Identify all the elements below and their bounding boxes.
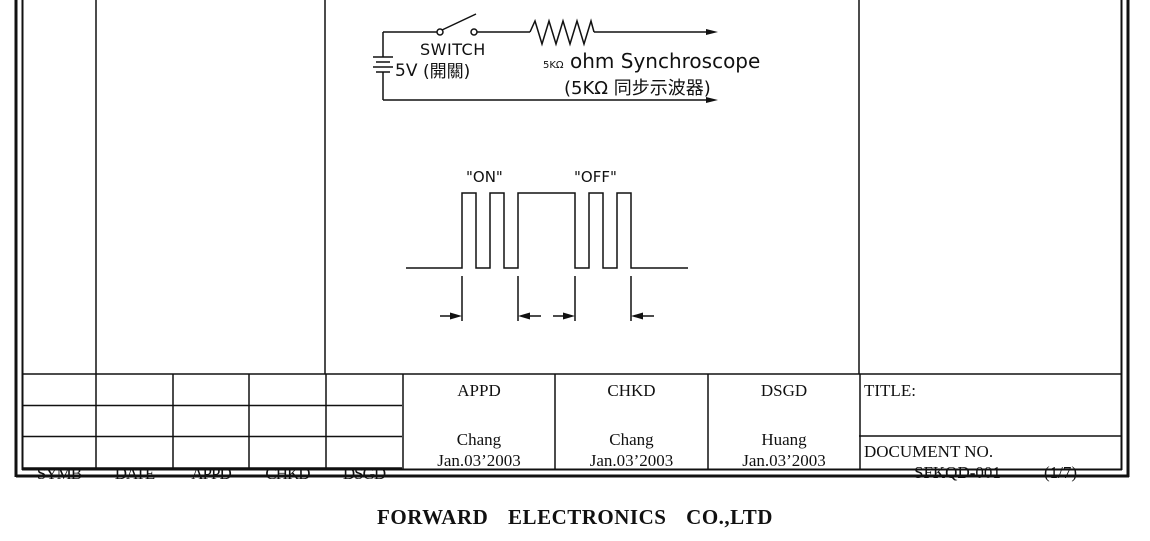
approval-role-appd: APPD — [457, 381, 500, 400]
load-label-cn: (5KΩ 同步示波器) — [564, 78, 711, 99]
battery-icon — [373, 32, 393, 100]
load-label: ohm Synchroscope — [570, 49, 760, 73]
approval-name-dsgd: Huang — [761, 430, 807, 449]
header-date: DATE — [115, 464, 155, 483]
arrow-right-icon — [450, 312, 462, 320]
off-label: "OFF" — [574, 168, 617, 186]
approval-date-dsgd: Jan.03’2003 — [742, 451, 826, 470]
company-name: FORWARD ELECTRONICS CO.,LTD — [377, 505, 773, 529]
circuit-diagram — [373, 13, 718, 103]
approval-role-chkd: CHKD — [607, 381, 655, 400]
arrow-right-icon — [563, 312, 575, 320]
approval-block: APPD Chang Jan.03’2003 CHKD Chang Jan.03… — [437, 381, 826, 470]
switch-label-cn: (開關) — [423, 62, 470, 82]
switch-label: SWITCH — [420, 40, 486, 59]
revision-table: SYMB DATE APPD CHKD DSGD — [37, 464, 387, 483]
header-appd: APPD — [191, 464, 231, 483]
doc-no-label: DOCUMENT NO. — [864, 442, 993, 461]
doc-no-value: SFKQD-001 — [914, 463, 1001, 482]
waveform-line — [406, 192, 688, 269]
sheet-border — [14, 0, 1130, 478]
arrow-left-icon — [631, 312, 643, 320]
title-block: TITLE: DOCUMENT NO. SFKQD-001 (1/7) — [864, 381, 1077, 482]
dimension-arrows — [450, 312, 643, 320]
column-dividers — [95, 0, 860, 374]
arrow-head-top — [706, 29, 718, 35]
resistor-icon — [529, 18, 595, 47]
approval-name-chkd: Chang — [609, 430, 654, 449]
title-label: TITLE: — [864, 381, 916, 400]
approval-date-chkd: Jan.03’2003 — [590, 451, 674, 470]
arrow-left-icon — [518, 312, 530, 320]
arrow-head-bottom — [706, 97, 718, 103]
header-symb: SYMB — [37, 464, 82, 483]
battery-label: 5V — [395, 61, 418, 81]
approval-role-dsgd: DSGD — [761, 381, 807, 400]
approval-name-appd: Chang — [457, 430, 502, 449]
switch-icon — [436, 13, 478, 36]
pulse-waveform — [406, 192, 688, 321]
header-chkd: CHKD — [265, 464, 310, 483]
approval-date-appd: Jan.03’2003 — [437, 451, 521, 470]
page-number: (1/7) — [1044, 463, 1077, 482]
resistor-value-label: 5KΩ — [543, 60, 564, 71]
title-block-grid — [22, 373, 1122, 469]
on-label: "ON" — [466, 168, 503, 186]
header-dsgd: DSGD — [343, 464, 386, 483]
